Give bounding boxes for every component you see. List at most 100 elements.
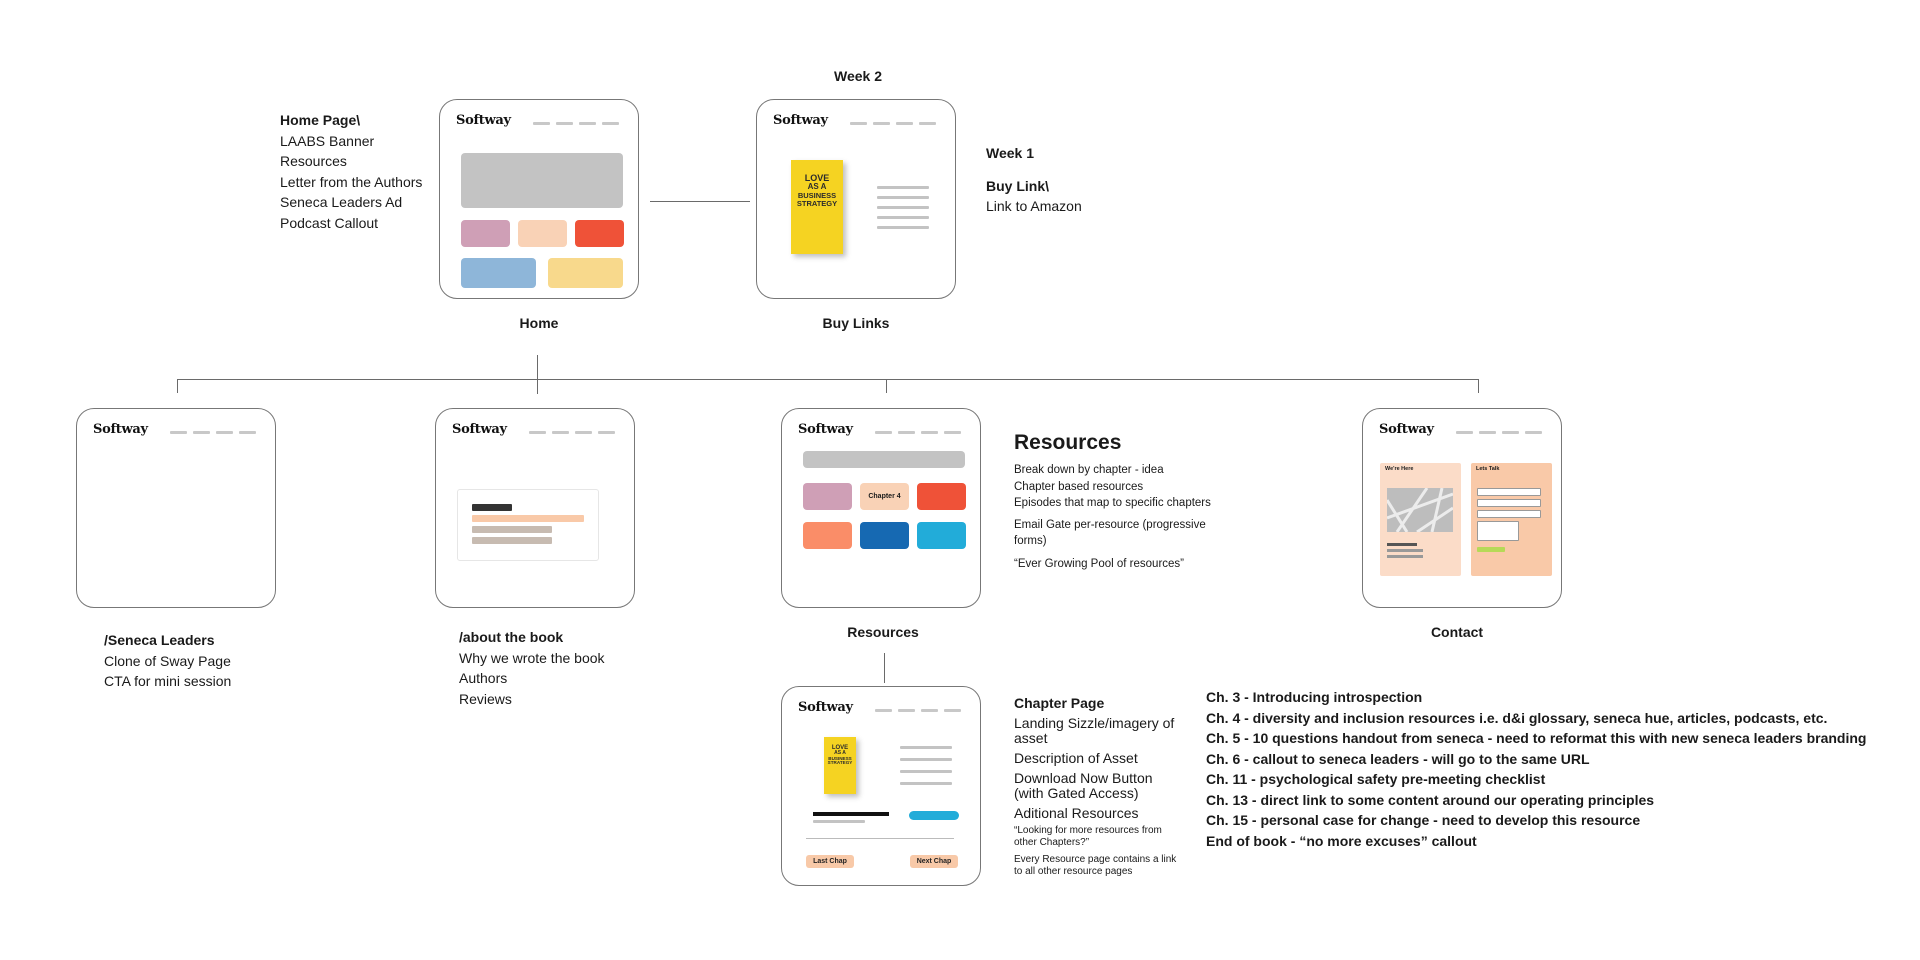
chapter-page-item: (with Gated Access): [1014, 785, 1139, 801]
tile-peach: [518, 220, 567, 247]
nav-dash: [919, 122, 936, 125]
text-placeholder: [472, 537, 552, 544]
home-wireframe[interactable]: Softway: [439, 99, 639, 299]
chapter-page-small-note: Every Resource page contains a link: [1014, 854, 1177, 865]
softway-logo: Softway: [452, 422, 507, 437]
download-now-button[interactable]: [909, 811, 959, 820]
nav-dash: [875, 431, 892, 434]
chapter-page-item: Aditional Resources: [1014, 805, 1139, 821]
chapter-page-title: Chapter Page: [1014, 695, 1105, 711]
home-note: Seneca Leaders Ad: [280, 194, 403, 210]
form-field[interactable]: [1477, 488, 1541, 496]
chapter-page-small-note: “Looking for more resources from: [1014, 825, 1162, 836]
softway-logo: Softway: [798, 422, 853, 437]
week2-label: Week 2: [834, 68, 882, 84]
book-cover-image: LOVE AS A BUSINESS STRATEGY: [824, 737, 856, 794]
seneca-notes: /Seneca Leaders Clone of Sway Page CTA f…: [104, 630, 231, 692]
home-note: Podcast Callout: [280, 214, 379, 231]
connector-seneca: [177, 379, 178, 393]
chapter-page-small-note: other Chapters?”: [1014, 837, 1090, 848]
chapter-page-notes: Chapter Page Landing Sizzle/imagery of a…: [1014, 696, 1176, 878]
resources-wireframe[interactable]: Softway Chapter 4: [781, 408, 981, 608]
chapter-page-small-note: to all other resource pages: [1014, 866, 1133, 877]
text-line-placeholder: [877, 226, 929, 229]
tile-blue: [461, 258, 536, 288]
form-field[interactable]: [1477, 510, 1541, 518]
resources-note: forms): [1014, 535, 1047, 547]
connector-home-buy: [650, 201, 750, 202]
seneca-note: Clone of Sway Page: [104, 652, 231, 669]
tile-dark-blue: [860, 522, 909, 549]
resources-heading: Resources: [1014, 431, 1122, 454]
next-chapter-button[interactable]: Next Chap: [910, 855, 958, 868]
chapter-page-wireframe[interactable]: Softway LOVE AS A BUSINESS STRATEGY Last…: [781, 686, 981, 886]
chapter-page-item: asset: [1014, 730, 1048, 746]
last-chapter-button[interactable]: Last Chap: [806, 855, 854, 868]
contact-card-map: We're Here: [1380, 463, 1461, 576]
resources-note: Break down by chapter - idea: [1014, 464, 1164, 476]
nav-dash: [170, 431, 187, 434]
nav-dash: [875, 709, 892, 712]
nav-dash: [850, 122, 867, 125]
tile-yellow: [548, 258, 623, 288]
contact-wireframe[interactable]: Softway We're Here Lets Talk: [1362, 408, 1562, 608]
softway-logo: Softway: [773, 113, 828, 128]
home-notes-title: Home Page\: [280, 112, 361, 128]
form-textarea[interactable]: [1477, 521, 1519, 541]
tile-orange: [803, 522, 852, 549]
nav-dash: [1456, 431, 1473, 434]
book-title-line: LOVE: [804, 173, 830, 183]
asset-title-placeholder: [813, 812, 889, 816]
about-note: Why we wrote the book: [459, 649, 605, 666]
asset-subtitle-placeholder: [813, 820, 865, 823]
chapter-list-item: Ch. 3 - Introducing introspection: [1206, 689, 1423, 705]
text-line-placeholder: [900, 782, 952, 785]
seneca-leaders-wireframe[interactable]: Softway: [76, 408, 276, 608]
about-book-wireframe[interactable]: Softway: [435, 408, 635, 608]
chapter-page-item: Download Now Button: [1014, 770, 1153, 786]
home-note: Resources: [280, 153, 347, 169]
resources-note: “Ever Growing Pool of resources”: [1014, 557, 1185, 570]
home-caption: Home: [519, 315, 559, 331]
text-line-placeholder: [877, 216, 929, 219]
address-line: [1387, 555, 1423, 558]
nav-dash: [552, 431, 569, 434]
heading-placeholder: [472, 504, 512, 511]
map-icon: [1387, 488, 1453, 532]
home-note: LAABS Banner: [280, 132, 375, 149]
form-submit-button[interactable]: [1477, 547, 1505, 552]
connector-resources-chapter: [884, 653, 885, 683]
text-line-placeholder: [877, 206, 929, 209]
nav-dash: [556, 122, 573, 125]
home-note: Letter from the Authors: [280, 173, 423, 190]
text-line-placeholder: [900, 770, 952, 773]
nav-dash: [1479, 431, 1496, 434]
buy-links-wireframe[interactable]: Softway LOVE AS A BUSINESS STRATEGY: [756, 99, 956, 299]
highlight-placeholder: [472, 515, 584, 522]
nav-dash: [575, 431, 592, 434]
form-field[interactable]: [1477, 499, 1541, 507]
chapter-list-item: Ch. 5 - 10 questions handout from seneca…: [1206, 730, 1867, 746]
nav-dash: [239, 431, 256, 434]
softway-logo: Softway: [456, 113, 511, 128]
nav-dash: [921, 709, 938, 712]
card-title: Lets Talk: [1476, 466, 1500, 472]
nav-dash: [896, 122, 913, 125]
nav-dash: [921, 431, 938, 434]
card-title: We're Here: [1385, 466, 1414, 472]
tile-chapter-4: Chapter 4: [860, 483, 909, 510]
nav-dash: [579, 122, 596, 125]
text-line-placeholder: [900, 758, 952, 761]
banner-placeholder: [461, 153, 623, 208]
nav-dash: [216, 431, 233, 434]
about-note: Authors: [459, 670, 508, 686]
nav-dash: [873, 122, 890, 125]
chapter-list-item: Ch. 6 - callout to seneca leaders - will…: [1206, 750, 1590, 767]
about-note: Reviews: [459, 690, 512, 707]
text-placeholder: [472, 526, 552, 533]
chapter-page-item: Landing Sizzle/imagery of: [1014, 715, 1175, 731]
buy-notes: Week 1 Buy Link\ Link to Amazon: [986, 143, 1082, 217]
chapter-list: Ch. 3 - Introducing introspection Ch. 4 …: [1206, 687, 1866, 851]
book-title-line: BUSINESS: [797, 190, 837, 200]
softway-logo: Softway: [798, 700, 853, 715]
